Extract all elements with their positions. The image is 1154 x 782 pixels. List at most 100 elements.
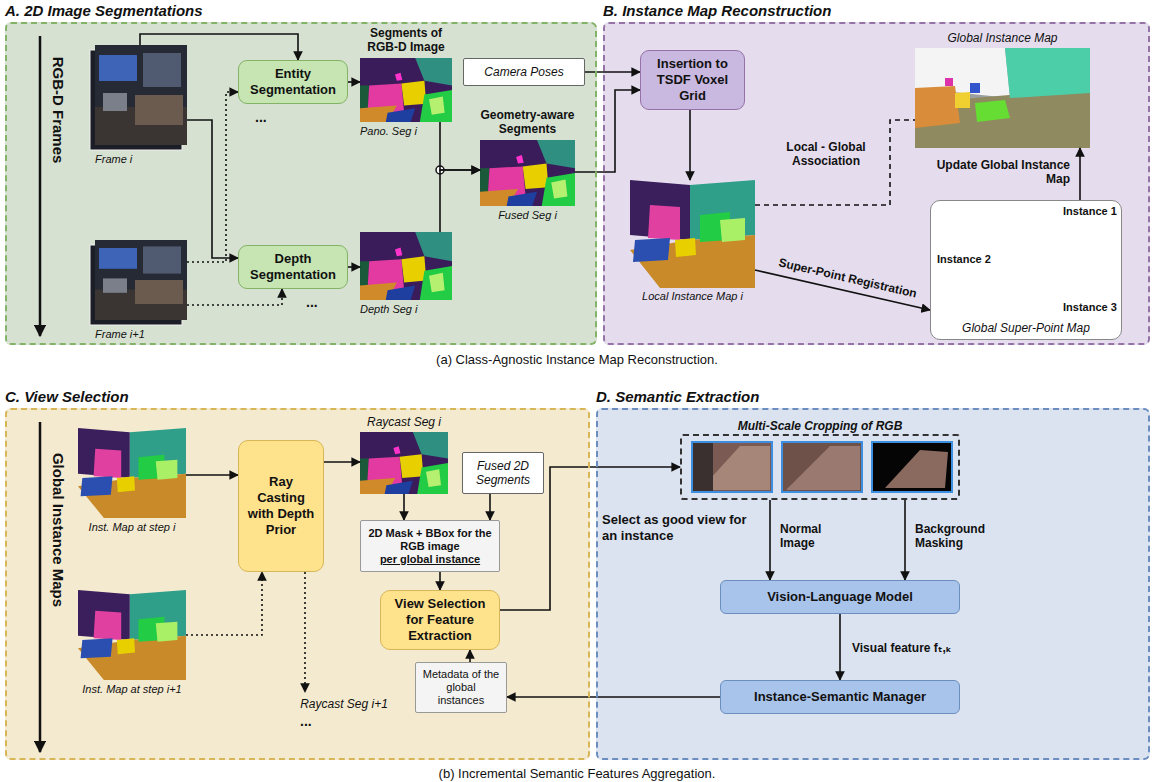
caption-wrap: B. Instance Map Reconstruction: [603, 2, 831, 20]
edge-label: Select as good view for an instance: [600, 512, 760, 544]
image-figure: Raycast Seg i: [360, 432, 448, 494]
caption-text: Local Instance Map i: [620, 290, 765, 303]
data-box: 2D Mask + BBox for the RGB imageper glob…: [360, 520, 500, 572]
instance-map-image: [78, 428, 186, 518]
caption-wrap: Fused Seg i: [472, 209, 583, 222]
label-wrap: ...: [300, 712, 312, 730]
image-figure: Frame i: [95, 45, 187, 145]
annotation: ...: [255, 109, 267, 126]
connector: [489, 494, 491, 520]
caption-wrap: Global Super-Point Map: [931, 321, 1121, 335]
region-panel: Multi-Scale Cropping of RGB Vision-Langua…: [596, 408, 1150, 760]
panel-ground: [5, 22, 597, 345]
edge-label-wrap: Local - Global Association: [770, 140, 882, 169]
node-label: Camera Poses: [484, 65, 563, 79]
connector: [469, 650, 471, 662]
caption-wrap: Frame i: [95, 153, 132, 166]
node-content: Metadata of the global instances: [416, 663, 506, 712]
connector: [440, 170, 480, 232]
illustration-shape: [782, 442, 862, 492]
panel-ground: [596, 408, 1150, 760]
caption-wrap: C. View Selection: [5, 388, 129, 406]
instance-map-image: [78, 590, 186, 680]
data-box: Metadata of the global instances: [415, 662, 507, 713]
model-box: Vision-Language Model: [720, 580, 960, 614]
node-label: Ray Casting with Depth Prior: [245, 474, 317, 538]
connector: [755, 120, 915, 205]
local-map-image: [630, 180, 755, 288]
rgb-frame: [95, 240, 187, 320]
region-panel: Inst. Map at step iRay Casting with Dept…: [5, 408, 590, 760]
caption-wrap: Depth Seg i: [360, 303, 417, 316]
edge-label-wrap: Visual feature fₜ,ₖ: [850, 638, 954, 656]
node-label: Instance-Semantic Manager: [754, 689, 926, 705]
caption-wrap: Geometry-aware Segments: [472, 108, 583, 136]
node-content: Fused 2D Segments: [463, 453, 543, 493]
node-label: Fused 2D Segments: [469, 459, 537, 487]
input-box: Fused 2D Segments: [462, 452, 544, 494]
node-label: Insertion to TSDF Voxel Grid: [647, 56, 738, 104]
edge-label: Super-Point Registration: [775, 255, 920, 301]
caption-wrap: Global Instance Map: [905, 31, 1100, 45]
node-content: Insertion to TSDF Voxel Grid: [641, 51, 744, 109]
connector: [348, 266, 360, 268]
annotation: (a) Class-Agnostic Instance Map Reconstr…: [436, 352, 718, 368]
node-content: Instance-Semantic Manager: [721, 681, 959, 713]
edge-label: Normal Image: [778, 522, 848, 550]
illustration-shape: [692, 442, 772, 492]
annotation: ...: [306, 294, 318, 311]
segmentation-box: Entity Segmentation: [238, 60, 348, 104]
image-figure: Geometry-aware SegmentsFused Seg i: [480, 140, 575, 206]
illustration-shape: [786, 446, 860, 490]
caption-wrap: Instance 1: [1063, 205, 1117, 218]
connector: [755, 270, 930, 310]
image-figure: Inst. Map at step i+1: [78, 590, 186, 680]
text-node: Raycast Seg i+1: [292, 692, 396, 716]
node-content: View Selection for Feature Extraction: [381, 591, 499, 649]
panel-ground: [5, 408, 590, 760]
illustration-shape: [693, 443, 713, 491]
node-label: per global instance: [380, 553, 480, 566]
panel-title: C. View Selection: [5, 388, 129, 406]
caption-text: Segments of RGB-D Image: [354, 26, 458, 54]
connector: [186, 474, 238, 476]
node-content: 2D Mask + BBox for the RGB imageper glob…: [361, 521, 499, 571]
edge-label: Update Global Instance Map: [925, 158, 1072, 186]
caption-text: Depth Seg i: [360, 303, 417, 316]
caption-text: Fused Seg i: [472, 209, 583, 222]
caption-text: Inst. Map at step i+1: [68, 683, 196, 696]
fused-seg-image: [480, 140, 575, 206]
panel-title: B. Instance Map Reconstruction: [603, 2, 831, 20]
label-wrap: (b) Incremental Semantic Features Aggreg…: [0, 764, 1154, 782]
image-figure: Global Instance Map: [915, 48, 1090, 148]
edge-label: Background Masking: [913, 522, 1003, 550]
caption-wrap: Instance 3: [1063, 301, 1117, 314]
connector: [304, 572, 306, 692]
annotation: Global Instance Maps: [49, 453, 67, 607]
model-box: Instance-Semantic Manager: [720, 680, 960, 714]
annotation: ...: [300, 713, 312, 730]
illustration-shape: [872, 442, 952, 492]
crop-group: Multi-Scale Cropping of RGB: [680, 434, 960, 500]
connector: [507, 696, 720, 698]
caption-wrap: Instance 2: [937, 253, 991, 266]
node-label: Entity Segmentation: [245, 66, 341, 98]
label-wrap: ...: [255, 108, 267, 126]
label-wrap: ...: [306, 293, 318, 311]
image-figure: Frame i+1: [95, 240, 187, 320]
label-wrap: Global Instance Maps: [49, 453, 67, 607]
connector: [440, 122, 480, 170]
caption-text: Multi-Scale Cropping of RGB: [682, 419, 958, 433]
caption-wrap: Pano. Seg i: [360, 125, 417, 138]
connector: [187, 120, 238, 258]
caption-text: Frame i+1: [95, 328, 145, 341]
connector: [140, 34, 298, 60]
caption-wrap: Frame i+1: [95, 328, 145, 341]
connector: [187, 92, 238, 262]
connector: [186, 572, 262, 635]
edge-label-wrap: Background Masking: [913, 522, 1003, 551]
edge-label: Visual feature fₜ,ₖ: [850, 641, 954, 655]
connector: [1079, 148, 1081, 200]
